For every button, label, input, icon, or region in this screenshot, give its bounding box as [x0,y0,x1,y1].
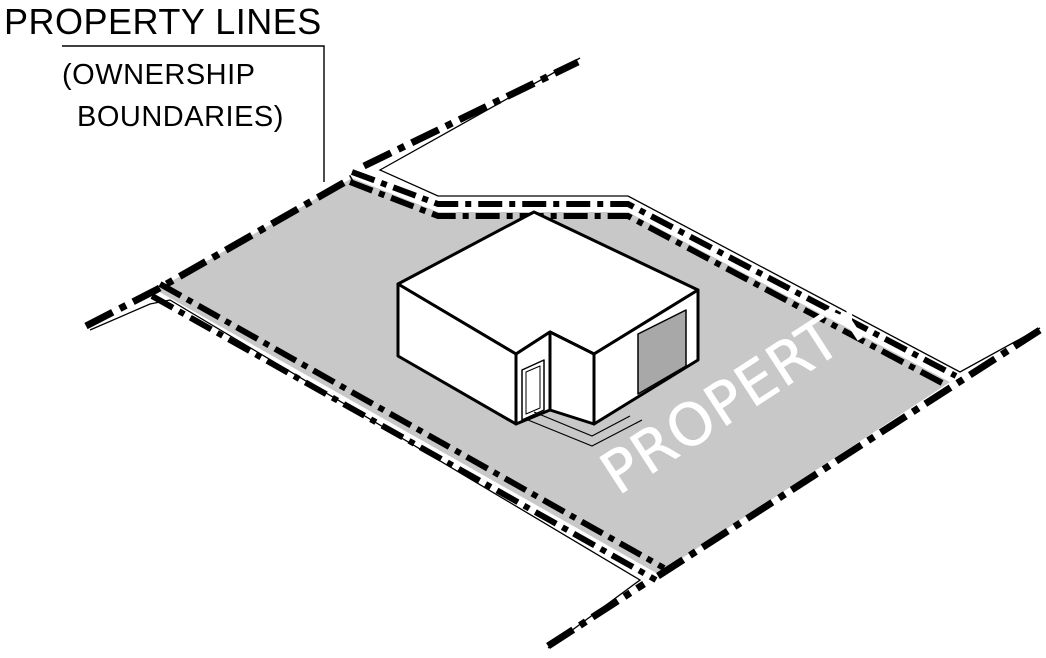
callout-leader-line [62,45,325,182]
boundary-line-northwest [84,174,354,330]
building-door-inner [525,365,541,415]
subtitle-line-1: (OWNERSHIP [62,59,256,91]
diagram-subtitle: (OWNERSHIP BOUNDARIES) [62,54,284,138]
boundary-line-southwest-outer [158,281,666,571]
property-boundary [84,58,1042,649]
walkway [527,411,643,447]
boundary-line-south-continuation [546,581,646,649]
boundary-line-northeast-outer [350,169,958,379]
building-door [521,359,545,421]
boundary-line-southeast [656,327,1042,579]
building [396,210,700,426]
garage-door [637,309,687,395]
boundary-line-southwest-inner [150,293,658,583]
diagram-title: PROPERTY LINES [4,1,322,42]
boundary-line-top-continuation [362,58,580,170]
subtitle-line-2: BOUNDARIES) [77,101,284,133]
